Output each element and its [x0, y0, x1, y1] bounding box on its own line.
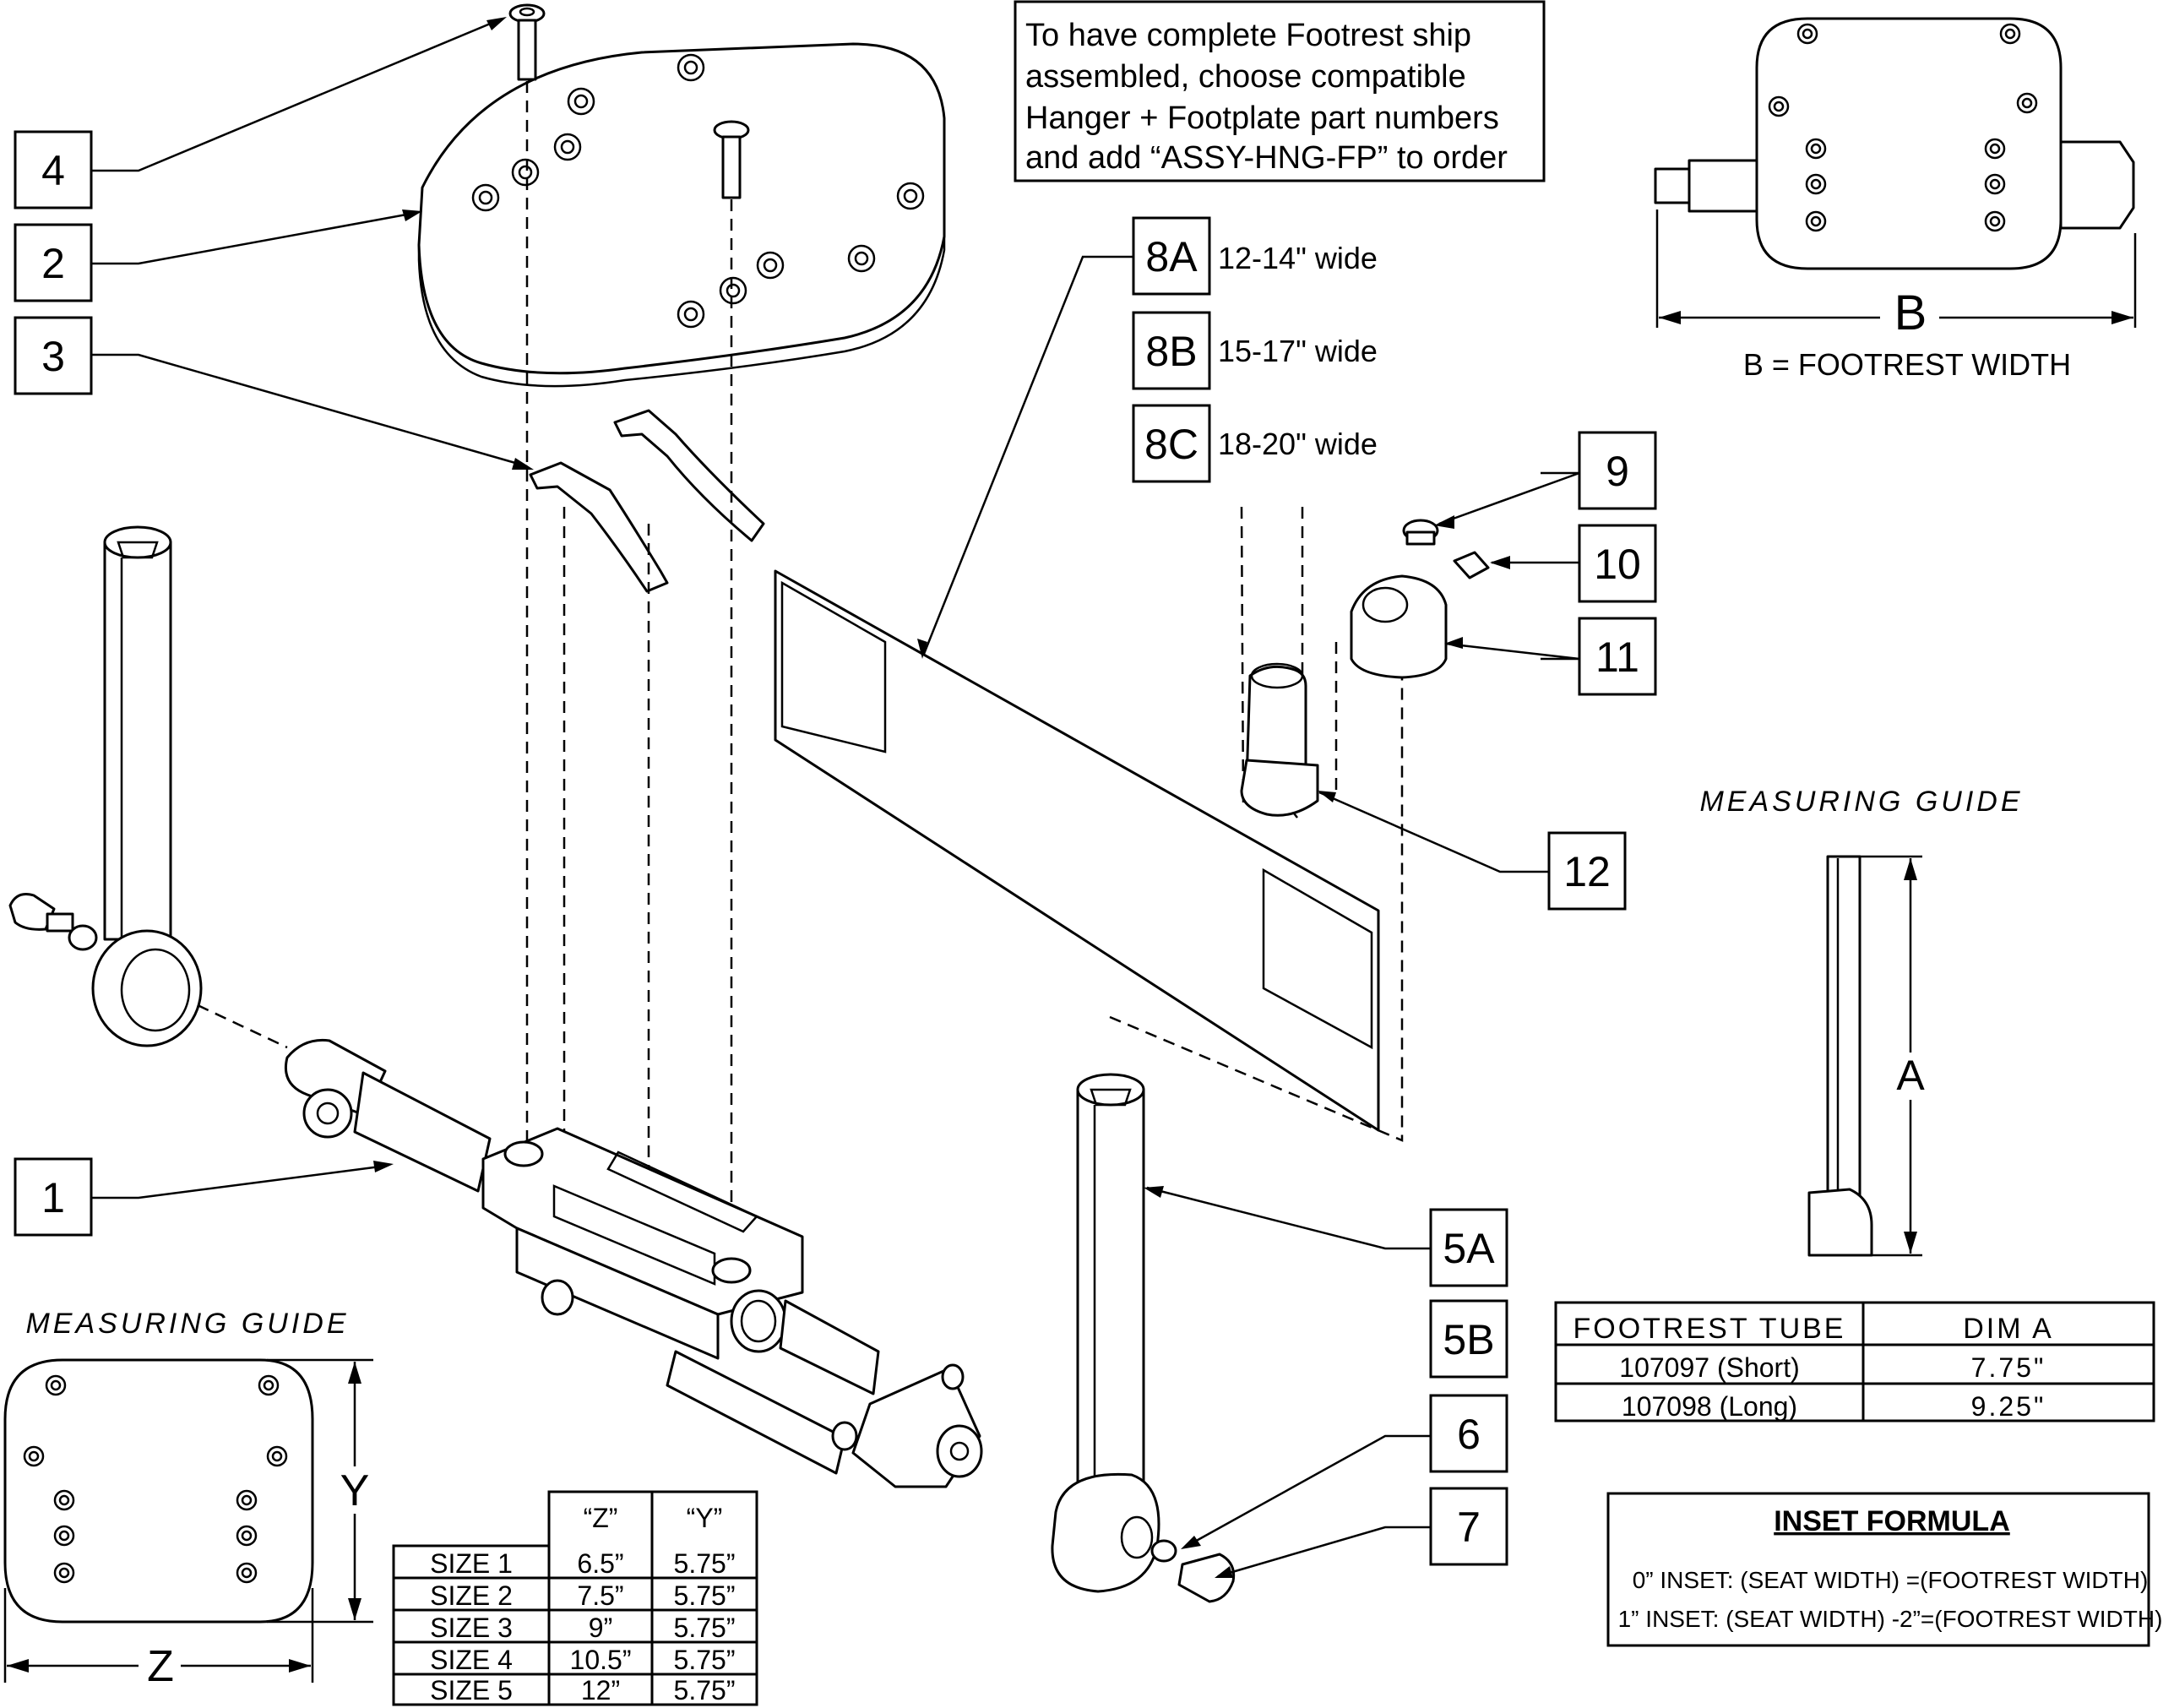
- size-table-row-2-size: SIZE 2: [430, 1580, 513, 1611]
- footplate-part-2: [417, 42, 946, 388]
- footrest-tube-table: FOOTREST TUBE DIM A 107097 (Short) 7.75"…: [1554, 1301, 2155, 1422]
- callout-8a-desc: 12-14" wide: [1218, 241, 1378, 275]
- inset-formula-title: INSET FORMULA: [1774, 1505, 2010, 1537]
- callout-8b: 8B 15-17" wide: [1132, 311, 1378, 390]
- size-table-row-3-z: 9”: [589, 1613, 612, 1643]
- callout-12: 12: [1547, 831, 1627, 911]
- callout-10-label: 10: [1594, 541, 1641, 588]
- footrest-frame-part-1: [285, 1038, 983, 1488]
- size-table-row-1-z: 6.5”: [577, 1548, 623, 1579]
- tube-table-row-1-dim: 7.75": [1971, 1352, 2046, 1383]
- callout-8a-label: 8A: [1145, 233, 1198, 280]
- size-table-header-y: “Y”: [687, 1503, 723, 1533]
- tube-table-row-2-part: 107098 (Long): [1622, 1391, 1797, 1422]
- tube-table-row-2-dim: 9.25": [1971, 1391, 2046, 1422]
- size-table-row-1-size: SIZE 1: [430, 1548, 513, 1579]
- note-line-4: and add “ASSY-HNG-FP” to order: [1025, 140, 1508, 176]
- label-strip-part-8: [774, 569, 1380, 1132]
- callout-11: 11: [1578, 617, 1657, 696]
- dim-a-label: A: [1896, 1052, 1925, 1099]
- size-table-row-3-size: SIZE 3: [430, 1613, 513, 1643]
- tube-table-header-tube: FOOTREST TUBE: [1573, 1313, 1845, 1345]
- footplate-holes: [471, 53, 925, 329]
- size-table-row-4-size: SIZE 4: [430, 1645, 513, 1675]
- socket-hardware: [1240, 519, 1490, 817]
- plate-size-table: “Z” “Y” SIZE 1 6.5” 5.75” SIZE 2 7.5” 5.…: [392, 1490, 758, 1706]
- callout-8c: 8C 18-20" wide: [1132, 404, 1378, 483]
- callout-5a: 5A: [1429, 1208, 1508, 1287]
- callout-8c-desc: 18-20" wide: [1218, 427, 1378, 461]
- size-table-row-2-z: 7.5”: [577, 1580, 623, 1611]
- size-table-row-4-z: 10.5”: [570, 1645, 632, 1675]
- callout-3-label: 3: [41, 333, 65, 380]
- tube-table-header-dim: DIM A: [1963, 1313, 2054, 1345]
- top-view: B B = FOOTREST WIDTH: [1654, 17, 2137, 382]
- callout-3: 3: [14, 316, 93, 395]
- note-line-2: assembled, choose compatible: [1025, 59, 1466, 95]
- measuring-guide-plate-title: MEASURING GUIDE: [25, 1308, 349, 1340]
- callout-11-label: 11: [1595, 634, 1639, 681]
- screw-part-4: [508, 3, 750, 199]
- inset-formula-line-1: 0” INSET: (SEAT WIDTH) =(FOOTREST WIDTH): [1633, 1567, 2149, 1593]
- inset-formula-line-2: 1” INSET: (SEAT WIDTH) -2”=(FOOTREST WID…: [1618, 1606, 2163, 1632]
- callout-4-label: 4: [41, 147, 65, 194]
- callout-5b: 5B: [1429, 1299, 1508, 1379]
- callout-9-label: 9: [1606, 448, 1629, 495]
- size-table-row-3-y: 5.75”: [674, 1613, 736, 1643]
- callout-7: 7: [1429, 1487, 1508, 1566]
- measuring-guide-plate: MEASURING GUIDE Y Z: [3, 1308, 377, 1691]
- callout-6: 6: [1429, 1394, 1508, 1473]
- measuring-guide-tube: MEASURING GUIDE A: [1699, 786, 2023, 1257]
- tube-table-row-1-part: 107097 (Short): [1619, 1352, 1799, 1383]
- measuring-guide-tube-title: MEASURING GUIDE: [1699, 786, 2023, 818]
- clip-part-3: [529, 409, 765, 593]
- callout-8c-label: 8C: [1144, 421, 1198, 468]
- size-table-row-1-y: 5.75”: [674, 1548, 736, 1579]
- callout-8b-desc: 15-17" wide: [1218, 334, 1378, 368]
- size-table-row-5-size: SIZE 5: [430, 1675, 513, 1705]
- size-table-row-4-y: 5.75”: [674, 1645, 736, 1675]
- top-view-holes: [1768, 23, 2038, 232]
- callout-7-label: 7: [1457, 1504, 1481, 1551]
- dim-z-label: Z: [147, 1642, 174, 1691]
- callout-8a: 8A 12-14" wide: [1132, 216, 1378, 296]
- dim-b-label: B: [1894, 286, 1927, 340]
- callout-12-label: 12: [1563, 848, 1611, 895]
- right-hanger-tube-part-5: [1051, 1073, 1236, 1603]
- size-table-row-5-z: 12”: [581, 1675, 620, 1705]
- note-line-3: Hanger + Footplate part numbers: [1025, 101, 1499, 136]
- callout-8b-label: 8B: [1145, 328, 1197, 375]
- left-hanger-tube: [8, 525, 203, 1047]
- size-table-row-5-y: 5.75”: [674, 1675, 736, 1705]
- callout-1: 1: [14, 1157, 93, 1237]
- callout-5a-label: 5A: [1443, 1225, 1495, 1272]
- note-line-1: To have complete Footrest ship: [1025, 18, 1471, 53]
- callout-2: 2: [14, 223, 93, 302]
- callout-5b-label: 5B: [1443, 1316, 1494, 1363]
- callout-2-label: 2: [41, 240, 65, 287]
- size-table-header-z: “Z”: [584, 1503, 618, 1533]
- callout-1-label: 1: [41, 1174, 65, 1221]
- assembly-note: To have complete Footrest ship assembled…: [1014, 0, 1546, 182]
- footrest-width-caption: B = FOOTREST WIDTH: [1743, 347, 2071, 382]
- plate-guide-holes: [23, 1374, 288, 1584]
- dim-y-label: Y: [340, 1466, 370, 1515]
- inset-formula-box: INSET FORMULA 0” INSET: (SEAT WIDTH) =(F…: [1606, 1492, 2163, 1647]
- callout-4: 4: [14, 130, 93, 209]
- size-table-row-2-y: 5.75”: [674, 1580, 736, 1611]
- callout-10: 10: [1578, 524, 1657, 603]
- callout-6-label: 6: [1457, 1411, 1481, 1458]
- leader-lines: [91, 17, 1580, 1578]
- callout-9: 9: [1578, 431, 1657, 510]
